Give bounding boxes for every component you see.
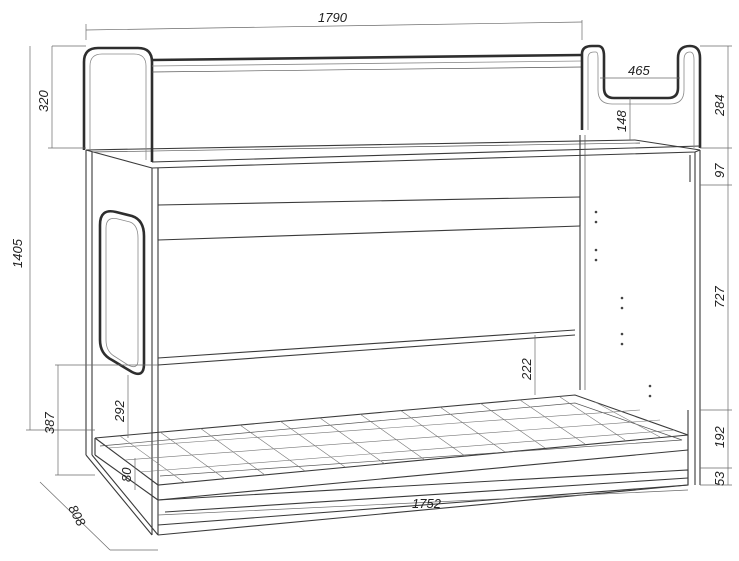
dim-rail-height-right: 284 — [712, 94, 727, 117]
dimension-labels: 1790 320 1405 387 292 80 808 1752 222 46… — [10, 10, 727, 529]
dim-plinth: 53 — [712, 471, 727, 486]
dim-rail-height-left: 320 — [36, 90, 51, 112]
dim-inner-length: 1752 — [412, 496, 442, 511]
side-opening — [98, 210, 146, 376]
dim-lower-clearance: 387 — [42, 412, 57, 434]
dim-side-opening: 292 — [112, 400, 127, 423]
dim-overall-width: 1790 — [318, 10, 348, 25]
dim-back-panel: 222 — [519, 358, 534, 381]
dim-mid-height: 727 — [712, 286, 727, 308]
dim-ladder-opening: 465 — [628, 63, 650, 78]
dim-slat-frame: 80 — [119, 467, 134, 482]
dim-ladder-drop: 148 — [614, 110, 629, 132]
dim-upper-panel: 97 — [712, 163, 727, 178]
dim-overall-height: 1405 — [10, 238, 25, 268]
upper-guard-rail — [82, 46, 583, 162]
dim-depth: 808 — [65, 502, 89, 529]
lower-slat-base — [94, 394, 689, 501]
bed-frame — [85, 135, 701, 536]
ladder-rail — [580, 44, 702, 148]
mounting-holes — [594, 210, 652, 398]
dim-drawer-height: 192 — [712, 426, 727, 448]
slats — [107, 396, 676, 484]
dimension-lines — [26, 20, 732, 551]
